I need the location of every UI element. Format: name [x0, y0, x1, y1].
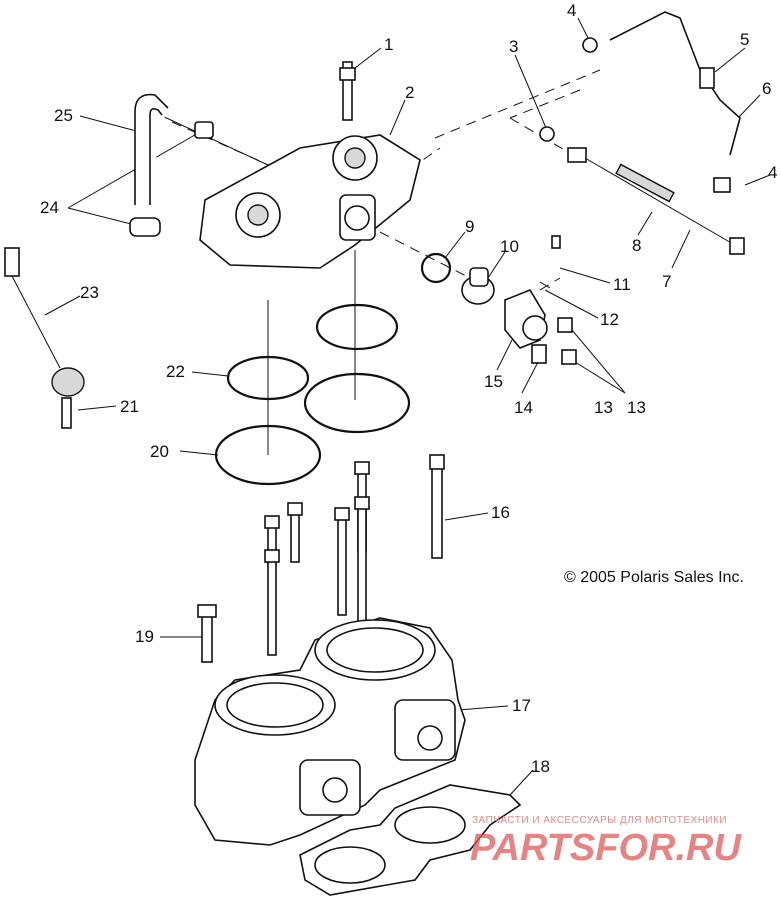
callout-1: 1	[384, 35, 393, 54]
callout-24: 24	[40, 198, 59, 217]
head-o-rings	[214, 303, 411, 486]
callout-13b: 13	[627, 398, 646, 417]
callout-22: 22	[166, 362, 185, 381]
callout-19: 19	[135, 627, 154, 646]
callout-13a: 13	[594, 398, 613, 417]
callout-6: 6	[762, 79, 771, 98]
callout-12: 12	[600, 310, 619, 329]
callout-15: 15	[484, 372, 503, 391]
callout-16: 16	[491, 503, 510, 522]
callout-25: 25	[54, 106, 73, 125]
callout-labels: 1 2 3 4 4 5 6 7 8 9 10 11 12 13 13 14 15…	[40, 1, 777, 776]
callout-18: 18	[531, 757, 550, 776]
coolant-hose	[129, 93, 214, 237]
callout-10: 10	[500, 237, 519, 256]
callout-21: 21	[120, 397, 139, 416]
callout-11: 11	[613, 275, 631, 294]
watermark-tagline: ЗАПЧАСТИ И АКСЕССУАРЫ ДЛЯ МОТОТЕХНИКИ	[472, 815, 727, 826]
callout-5: 5	[740, 30, 749, 49]
callout-9: 9	[465, 217, 474, 236]
callout-23: 23	[80, 283, 99, 302]
cable-assembly	[539, 11, 745, 255]
copyright-notice: © 2005 Polaris Sales Inc.	[564, 569, 744, 586]
watermark-logo: PARTSFOR.RU	[470, 827, 742, 869]
callout-2: 2	[405, 83, 414, 102]
callout-4b: 4	[768, 163, 777, 182]
cylinder-block	[194, 617, 466, 846]
temperature-sensor	[4, 247, 85, 429]
callout-4: 4	[567, 1, 576, 20]
base-gasket	[299, 784, 522, 896]
watermark: ЗАПЧАСТИ И АКСЕССУАРЫ ДЛЯ МОТОТЕХНИКИ PA…	[470, 815, 742, 869]
cylinder-bolts	[197, 61, 445, 663]
callout-8: 8	[632, 236, 641, 255]
callout-7: 7	[662, 272, 671, 291]
thermostat-assembly	[420, 235, 577, 365]
callout-17: 17	[512, 696, 531, 715]
callout-14: 14	[514, 398, 533, 417]
callout-3: 3	[509, 37, 518, 56]
callout-20: 20	[150, 442, 169, 461]
cylinder-head	[199, 134, 421, 269]
